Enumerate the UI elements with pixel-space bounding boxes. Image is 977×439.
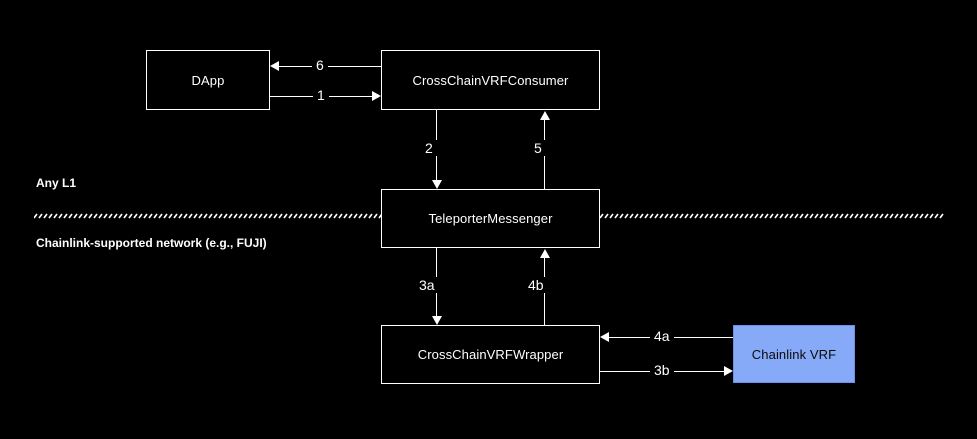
boundary-squiggle-svg-left (34, 213, 382, 219)
network-boundary-line-right (600, 211, 946, 221)
edge-6-arrowhead (270, 61, 279, 71)
node-crosschainvrfconsumer-label: CrossChainVRFConsumer (412, 72, 569, 88)
node-crosschainvrfconsumer[interactable]: CrossChainVRFConsumer (381, 50, 600, 110)
node-crosschainvrfwrapper[interactable]: CrossChainVRFWrapper (381, 325, 600, 384)
edge-1-arrowhead (372, 91, 381, 101)
boundary-squiggle-svg-right (600, 213, 944, 219)
node-teleportermessenger-label: TeleporterMessenger (428, 211, 553, 226)
edge-6-label: 6 (312, 57, 328, 73)
edge-5-label: 5 (530, 140, 546, 156)
edge-1-label: 1 (313, 87, 329, 103)
edge-4b-arrowhead (540, 249, 550, 258)
node-teleportermessenger[interactable]: TeleporterMessenger (381, 189, 600, 248)
edge-4b-label: 4b (524, 277, 548, 293)
edge-3b-label: 3b (650, 362, 674, 378)
edge-3a-label: 3a (415, 277, 439, 293)
edge-4a-arrowhead (600, 332, 609, 342)
edge-3b-arrowhead (724, 366, 733, 376)
edge-3a-arrowhead (432, 316, 442, 325)
edge-2-arrowhead (432, 180, 442, 189)
node-chainlink-vrf[interactable]: Chainlink VRF (733, 325, 855, 383)
node-chainlink-vrf-label: Chainlink VRF (751, 346, 837, 362)
node-crosschainvrfwrapper-label: CrossChainVRFWrapper (417, 347, 564, 362)
zone-label-any-l1: Any L1 (36, 176, 77, 190)
node-dapp[interactable]: DApp (146, 50, 270, 110)
network-boundary-line-left (34, 211, 382, 221)
zone-label-chainlink-network: Chainlink-supported network (e.g., FUJI) (36, 236, 267, 250)
edge-4a-label: 4a (650, 328, 674, 344)
edge-2-label: 2 (421, 140, 437, 156)
node-dapp-label: DApp (191, 72, 225, 88)
edge-6-line (279, 66, 381, 67)
edge-5-arrowhead (540, 111, 550, 120)
